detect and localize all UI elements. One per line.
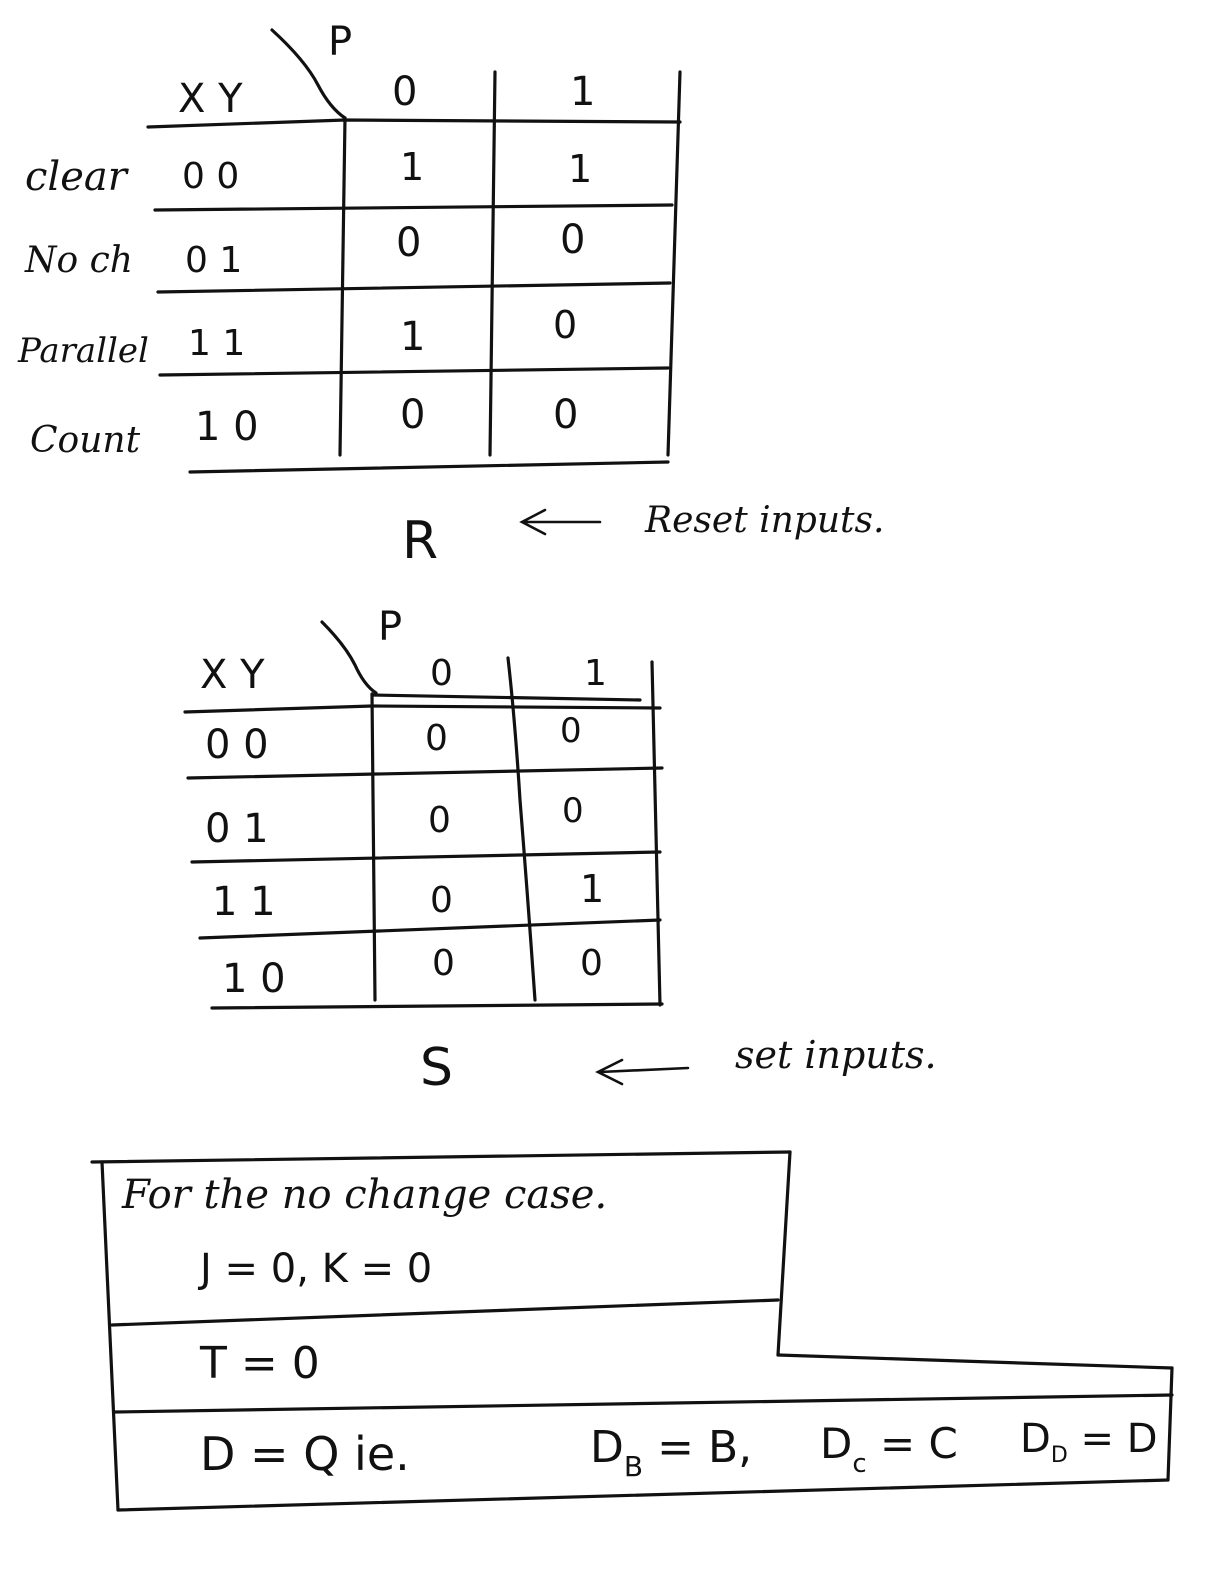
note-d-equation: D = Q ie. xyxy=(200,1427,410,1481)
reset-cell-2-0: 1 xyxy=(400,314,425,360)
set-row-vars: X Y xyxy=(200,652,265,698)
set-cell-2-0: 0 xyxy=(430,880,453,921)
note-db-subscript: B xyxy=(624,1450,643,1483)
set-row-xy-3: 1 0 xyxy=(222,956,286,1002)
note-dc-subscript: c xyxy=(852,1449,866,1479)
reset-cell-1-0: 0 xyxy=(396,220,421,266)
set-table-row-line-3 xyxy=(198,918,662,940)
set-cell-3-1: 0 xyxy=(580,943,603,984)
set-cell-3-0: 0 xyxy=(432,943,455,984)
note-dc-rhs: = C xyxy=(867,1419,958,1468)
note-t-equation: T = 0 xyxy=(199,1338,320,1389)
set-table-top-line xyxy=(183,704,662,714)
reset-row-xy-3: 1 0 xyxy=(195,404,259,450)
note-box-top-right-line xyxy=(776,1150,792,1357)
reset-cell-0-0: 1 xyxy=(400,145,424,189)
note-heading: For the no change case. xyxy=(121,1172,607,1218)
set-table-bottom-line xyxy=(210,1002,664,1010)
set-arrow-note: set inputs. xyxy=(735,1033,937,1077)
set-row-xy-2: 1 1 xyxy=(212,879,276,925)
reset-cell-2-1: 0 xyxy=(553,303,577,347)
note-dd-equation: DD = D xyxy=(1020,1416,1158,1468)
reset-table: P X Y 0 1 clear No ch Parallel Count 0 0… xyxy=(17,19,884,571)
set-table-row-line-2 xyxy=(190,850,662,864)
reset-cell-1-1: 0 xyxy=(560,217,585,263)
note-dc-equation: Dc = C xyxy=(820,1419,958,1479)
reset-row-label-clear: clear xyxy=(25,154,130,200)
reset-table-corner-diagonal xyxy=(270,28,347,120)
note-box-step-line xyxy=(776,1353,1174,1370)
reset-cell-3-0: 0 xyxy=(400,392,425,438)
note-box-divider-1 xyxy=(110,1298,780,1327)
note-box-divider-2 xyxy=(113,1393,1174,1414)
note-dd-subscript: D xyxy=(1051,1443,1068,1468)
reset-row-xy-0: 0 0 xyxy=(182,156,239,197)
set-col-var: P xyxy=(378,604,402,650)
set-table: P X Y 0 1 0 0 0 1 1 1 1 0 0 0 0 0 0 1 0 … xyxy=(183,604,937,1098)
reset-table-vline-1 xyxy=(338,116,347,457)
reset-row-label-parallel: Parallel xyxy=(17,331,149,371)
set-arrow-left-icon xyxy=(595,1058,690,1086)
set-cell-0-0: 0 xyxy=(425,718,448,759)
set-cell-1-0: 0 xyxy=(428,800,451,841)
set-table-vline-2 xyxy=(506,656,537,1002)
note-db-symbol: D xyxy=(590,1422,624,1473)
set-col-header-1: 1 xyxy=(584,653,607,694)
no-change-note-box: For the no change case. J = 0, K = 0 T =… xyxy=(90,1150,1174,1512)
reset-col-var: P xyxy=(328,19,352,65)
set-table-row-line-1 xyxy=(186,766,664,780)
reset-table-bottom-line xyxy=(188,460,670,474)
reset-table-vline-3 xyxy=(666,70,682,457)
reset-cell-3-1: 0 xyxy=(553,392,578,438)
reset-table-name: R xyxy=(402,511,438,571)
note-box-bottom-line xyxy=(116,1478,1170,1512)
set-table-name: S xyxy=(420,1038,453,1098)
set-table-vline-1 xyxy=(370,692,377,1002)
note-db-rhs: = B, xyxy=(643,1422,752,1473)
set-row-xy-1: 0 1 xyxy=(205,806,269,852)
reset-col-header-1: 1 xyxy=(570,69,595,115)
reset-table-row-line-3 xyxy=(158,366,670,377)
reset-arrow-left-icon xyxy=(519,508,602,536)
note-jk-equation: J = 0, K = 0 xyxy=(197,1246,432,1292)
reset-table-row-line-2 xyxy=(156,281,672,294)
set-table-vline-3 xyxy=(650,660,662,1007)
note-dd-symbol: D xyxy=(1020,1416,1051,1462)
reset-table-vline-2 xyxy=(488,70,497,457)
note-d-main: D = Q ie. xyxy=(200,1427,410,1481)
note-dd-rhs: = D xyxy=(1068,1416,1158,1462)
note-db-equation: DB = B, xyxy=(590,1422,752,1483)
reset-row-label-count: Count xyxy=(30,420,141,461)
set-table-corner-diagonal xyxy=(320,620,378,695)
reset-row-xy-2: 1 1 xyxy=(188,323,245,364)
set-row-xy-0: 0 0 xyxy=(205,722,269,768)
note-box-left-line xyxy=(100,1160,120,1512)
set-cell-1-1: 0 xyxy=(562,791,584,831)
reset-col-header-0: 0 xyxy=(392,69,417,115)
reset-arrow-note: Reset inputs. xyxy=(644,500,884,541)
reset-table-row-line-1 xyxy=(153,203,674,212)
note-box-top-line xyxy=(90,1150,792,1164)
reset-cell-0-1: 1 xyxy=(568,147,592,191)
reset-row-label-noch: No ch xyxy=(24,240,133,281)
set-table-header-line xyxy=(370,693,642,702)
note-box-right-line xyxy=(1166,1366,1174,1482)
set-cell-0-1: 0 xyxy=(560,711,582,751)
note-dc-symbol: D xyxy=(820,1419,852,1468)
set-cell-2-1: 1 xyxy=(580,867,604,911)
reset-row-vars: X Y xyxy=(178,76,243,122)
set-col-header-0: 0 xyxy=(430,653,453,694)
reset-row-xy-1: 0 1 xyxy=(185,240,242,281)
